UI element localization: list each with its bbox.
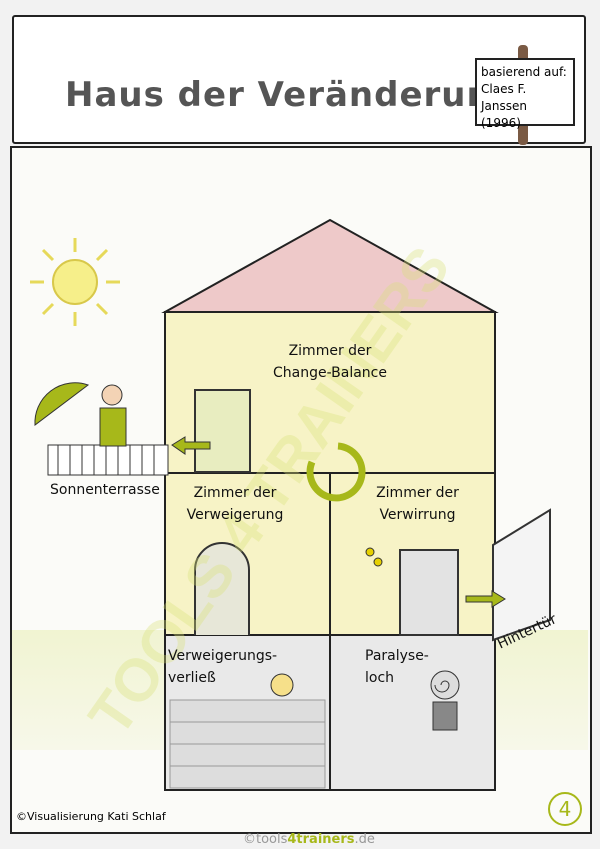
room-label: Zimmer der — [376, 485, 459, 501]
terrace-railing — [47, 444, 169, 476]
page-title: Haus der Veränderung — [65, 75, 518, 115]
footer-brand: 4trainers — [287, 832, 355, 847]
terrace-label: Sonnenterrasse — [50, 482, 160, 498]
arrow-right-icon — [465, 590, 506, 608]
sign-line2: Claes F. Janssen — [481, 82, 527, 113]
room-label: verließ — [168, 670, 216, 686]
logo-icon: 4 — [548, 792, 582, 826]
room-label: Change-Balance — [273, 365, 387, 381]
arched-door-left — [194, 542, 250, 635]
sign-line1: basierend auf: — [481, 65, 567, 79]
room-change-balance: Zimmer der Change-Balance — [240, 340, 420, 384]
room-label: Paralyse- — [365, 648, 429, 664]
cycle-arrows-icon — [306, 442, 366, 502]
room-label: Verweigerung — [186, 507, 284, 523]
confused-person-icon — [270, 673, 294, 697]
room-label: Zimmer der — [193, 485, 277, 501]
room-verweigerung: Zimmer der Verweigerung — [170, 482, 300, 526]
room-label: loch — [365, 670, 395, 686]
back-door — [492, 508, 551, 642]
room-paralyseloch: Paralyse- loch — [365, 645, 445, 689]
footer-domain: .de — [354, 832, 375, 847]
arrow-left-icon — [171, 436, 211, 455]
stars-icon — [365, 547, 383, 567]
footer-copyright: ©tools4trainers.de — [243, 832, 375, 847]
room-label: Verweigerungs- — [168, 648, 278, 664]
person-icon — [99, 384, 127, 447]
sign-line3: (1996) — [481, 116, 521, 130]
room-label: Zimmer der — [288, 343, 372, 359]
door-top — [194, 389, 251, 473]
room-verweigerungsverliess: Verweigerungs- verließ — [168, 645, 298, 689]
footer-prefix: ©tools — [243, 832, 288, 847]
brick-wall — [169, 699, 326, 789]
door-right — [399, 549, 459, 636]
source-sign: basierend auf: Claes F. Janssen (1996) — [475, 58, 575, 130]
paralysed-person-icon — [430, 670, 460, 731]
room-label: Verwirrung — [379, 507, 456, 523]
sun-icon — [30, 238, 120, 326]
umbrella-icon — [34, 382, 90, 426]
room-verwirrung: Zimmer der Verwirrung — [350, 482, 485, 526]
credit: ©Visualisierung Kati Schlaf — [16, 810, 166, 823]
